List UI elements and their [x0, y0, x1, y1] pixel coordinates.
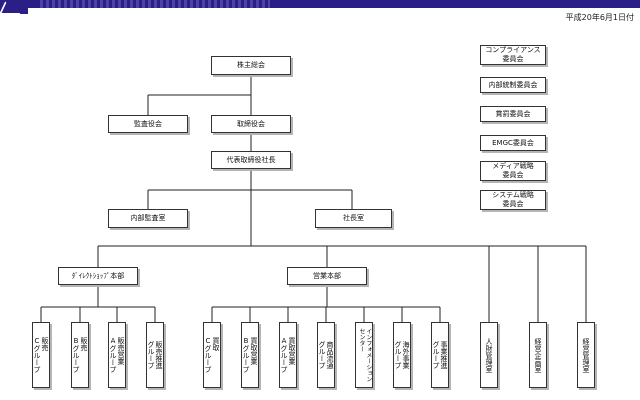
presidents-office-box: 社長室	[315, 209, 392, 228]
company-logo	[0, 0, 28, 15]
board-of-directors-box: 取締役会	[211, 115, 291, 133]
direct-shop-hq-box: ﾀﾞｲﾚｸﾄｼｮｯﾌﾟ本部	[58, 267, 138, 285]
direct-group-box: 販売 Cグループ	[32, 322, 50, 388]
hr-management-office-box: 人財管理室	[480, 322, 498, 388]
direct-group-box: 販売推進 グループ	[146, 322, 164, 388]
sales-hq-box: 営業本部	[287, 267, 367, 285]
header-title-strip	[40, 0, 270, 8]
system-strategy-committee-box: システム戦略 委員会	[480, 190, 546, 210]
sales-group-box: インフォメーション センター	[355, 322, 373, 388]
management-control-office-box: 経営管理室	[577, 322, 595, 388]
sales-group-box: 買取 Cグループ	[203, 322, 221, 388]
reward-punishment-committee-box: 賞罰委員会	[480, 106, 546, 122]
direct-group-box: 販売営業 Aグループ	[108, 322, 126, 388]
internal-control-committee-box: 内部統制委員会	[480, 77, 546, 93]
effective-date: 平成20年6月1日付	[565, 13, 634, 22]
direct-group-box: 販売 Bグループ	[71, 322, 89, 388]
sales-group-box: 事業推進 グループ	[431, 322, 449, 388]
shareholders-meeting-box: 株主総会	[211, 56, 291, 75]
emgc-committee-box: EMGC委員会	[480, 135, 546, 151]
president-box: 代表取締役社長	[211, 151, 291, 169]
media-strategy-committee-box: メディア戦略 委員会	[480, 161, 546, 181]
sales-group-box: 買取営業 Bグループ	[241, 322, 259, 388]
compliance-committee-box: コンプライアンス 委員会	[480, 45, 546, 65]
internal-audit-office-box: 内部監査室	[108, 209, 188, 228]
header-bar	[0, 0, 640, 8]
corporate-planning-office-box: 経営企画室	[529, 322, 547, 388]
sales-group-box: 商品流通 グループ	[317, 322, 335, 388]
sales-group-box: 海外事業 グループ	[393, 322, 411, 388]
board-of-auditors-box: 監査役会	[108, 115, 188, 133]
sales-group-box: 買取営業 Aグループ	[279, 322, 297, 388]
